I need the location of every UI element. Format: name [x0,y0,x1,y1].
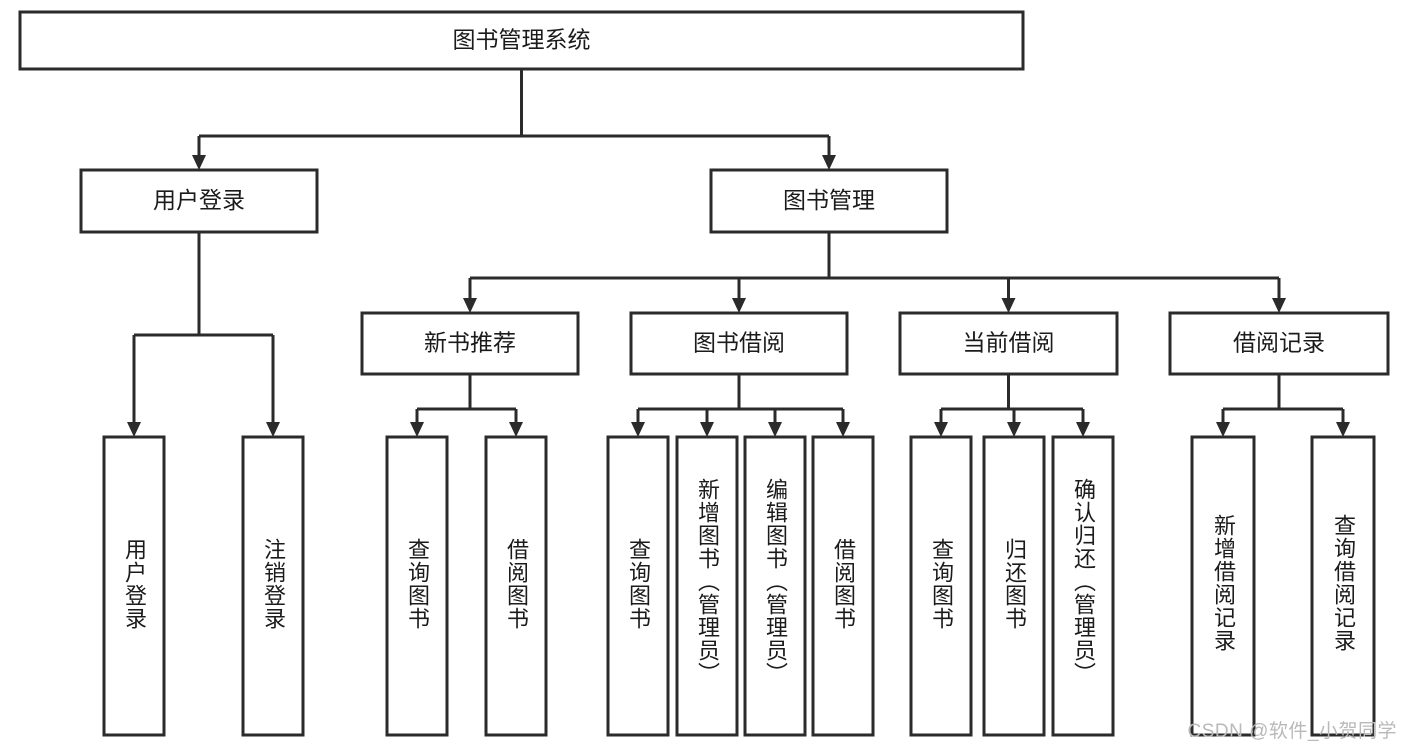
node-box-查询图书[interactable] [385,435,449,737]
node-box-编辑图书管理员[interactable] [743,435,807,737]
node-label-图书管理: 图书管理 [783,187,875,213]
node-box-图书管理[interactable] [709,168,949,234]
node-box-注销登录[interactable] [241,435,305,737]
node-label-新书推荐: 新书推荐 [424,330,516,356]
node-box-图书管理系统[interactable] [18,10,1025,71]
branch-新书推荐-1-arrowhead-icon [509,422,523,437]
node-box-借阅图书[interactable] [811,435,875,737]
branch-用户登录-0-arrowhead-icon [127,422,141,437]
branch-图书管理-3-arrowhead-icon [1272,298,1286,313]
branch-当前借阅-1-arrowhead-icon [1007,422,1021,437]
node-box-归还图书[interactable] [982,435,1046,737]
branch-图书借阅-3-arrowhead-icon [836,422,850,437]
node-box-图书借阅[interactable] [629,311,849,376]
node-box-借阅图书[interactable] [484,435,548,737]
node-label-当前借阅: 当前借阅 [963,330,1055,356]
branch-图书借阅-0-arrowhead-icon [631,422,645,437]
node-box-新增图书管理员[interactable] [675,435,739,737]
watermark-credit: CSDN @软件_小贺同学 [1187,721,1397,742]
node-label-图书借阅: 图书借阅 [693,330,785,356]
node-box-确认归还管理员[interactable] [1051,435,1115,737]
node-box-新增借阅记录[interactable] [1190,435,1256,737]
node-box-layer [18,10,1390,737]
node-label-借阅记录: 借阅记录 [1233,330,1325,356]
node-box-用户登录[interactable] [79,168,319,234]
connector-layer [127,69,1350,437]
branch-借阅记录-0-arrowhead-icon [1216,422,1230,437]
node-label-图书管理系统: 图书管理系统 [453,27,591,53]
branch-用户登录-1-arrowhead-icon [266,422,280,437]
node-box-当前借阅[interactable] [898,311,1119,376]
branch-当前借阅-2-arrowhead-icon [1076,422,1090,437]
branch-图书管理系统-1-arrowhead-icon [822,155,836,170]
node-box-借阅记录[interactable] [1168,311,1390,376]
branch-图书借阅-1-arrowhead-icon [700,422,714,437]
node-box-查询图书[interactable] [909,435,973,737]
node-label-用户登录: 用户登录 [153,187,245,213]
branch-图书管理系统-0-arrowhead-icon [192,155,206,170]
branch-图书管理-1-arrowhead-icon [732,298,746,313]
node-box-查询图书[interactable] [606,435,670,737]
branch-借阅记录-1-arrowhead-icon [1336,422,1350,437]
branch-图书借阅-2-arrowhead-icon [768,422,782,437]
node-box-查询借阅记录[interactable] [1310,435,1376,737]
branch-当前借阅-0-arrowhead-icon [934,422,948,437]
node-box-用户登录[interactable] [102,435,166,737]
node-box-新书推荐[interactable] [360,311,580,376]
branch-图书管理-0-arrowhead-icon [463,298,477,313]
branch-图书管理-2-arrowhead-icon [1001,298,1016,313]
branch-新书推荐-0-arrowhead-icon [410,422,424,437]
